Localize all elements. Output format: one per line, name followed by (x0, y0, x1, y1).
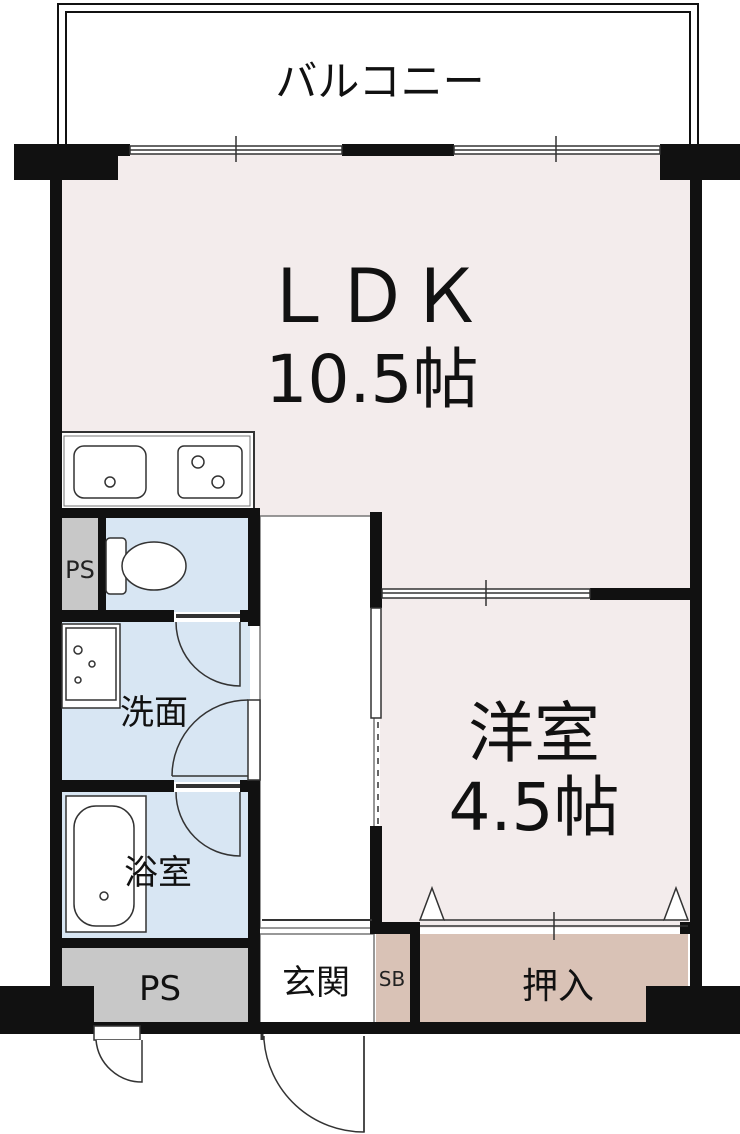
toilet-door[interactable] (175, 614, 241, 687)
closet-label: 押入 (522, 966, 594, 1007)
toilet-icon (105, 537, 187, 595)
stove-icon (177, 445, 243, 499)
washroom-label: 洗面 (120, 693, 188, 733)
washroom-door[interactable] (171, 699, 261, 781)
closet-floor (418, 934, 688, 1024)
hallway-floor (259, 515, 375, 929)
ps-top-floor (60, 516, 100, 612)
sliding-door-western-room[interactable] (381, 580, 591, 606)
bathroom-door[interactable] (175, 784, 241, 857)
balcony (57, 3, 699, 151)
entrance-floor (259, 933, 375, 1025)
ps-top-label: PS (65, 556, 95, 584)
shoebox-floor (376, 934, 410, 1024)
bathroom-label: 浴室 (124, 853, 192, 893)
balcony-window-left (129, 136, 343, 162)
ps-bottom-label: PS (139, 969, 181, 1009)
kitchen-counter (59, 431, 255, 511)
exterior-walls (0, 144, 740, 1034)
wash-basin-icon (61, 623, 121, 709)
western-room-name: 洋室 (468, 695, 600, 772)
sliding-door-hallway[interactable] (370, 607, 382, 826)
ldk-name: ＬＤＫ (261, 254, 483, 340)
ldk-size: 10.5帖 (266, 341, 479, 418)
front-door[interactable] (260, 1034, 365, 1133)
western-room-floor (380, 598, 692, 928)
entrance-label: 玄関 (282, 963, 350, 1003)
ps-door[interactable] (93, 1025, 143, 1083)
closet-sliding-doors[interactable] (418, 885, 690, 940)
interior-walls (50, 508, 692, 1034)
balcony-window-right (453, 136, 661, 162)
western-room-size: 4.5帖 (449, 769, 620, 846)
bathtub-icon (65, 795, 147, 933)
balcony-label: バルコニー (275, 57, 484, 106)
sink-icon (73, 445, 147, 499)
shoebox-label: SB (379, 967, 405, 991)
